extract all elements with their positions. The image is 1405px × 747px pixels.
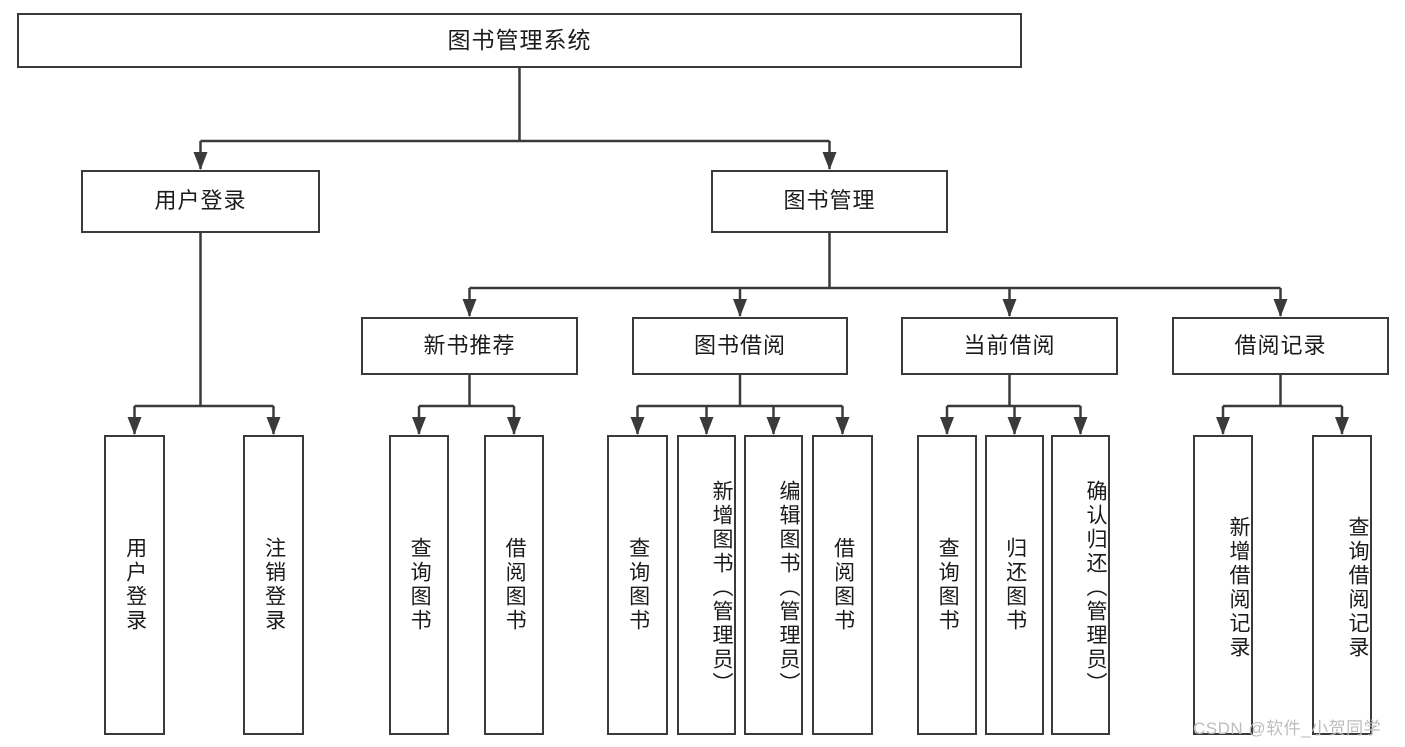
node-label: 用户登录 [123,537,147,633]
leaf-node-query-book-recommendation[interactable]: 查询图书 [389,435,449,735]
node-label: 查询借阅记录 [1346,516,1369,660]
node-label: 查询图书 [626,537,650,633]
leaf-node-return-book[interactable]: 归还图书 [985,435,1044,735]
node-label: 借阅图书 [503,537,527,633]
csdn-watermark: CSDN @软件_小贺同学 [1193,719,1382,738]
node-label: 新增借阅记录 [1227,516,1250,660]
node-label: 确认归还（管理员） [1084,480,1107,696]
leaf-node-query-borrow-record[interactable]: 查询借阅记录 [1312,435,1372,735]
node-label: 当前借阅 [963,332,1056,358]
node-label: 图书借阅 [693,332,786,358]
leaf-node-add-book-admin[interactable]: 新增图书（管理员） [677,435,736,735]
node-borrowing-record[interactable]: 借阅记录 [1172,317,1389,375]
node-label: 归还图书 [1003,537,1027,633]
node-label: 新增图书（管理员） [710,480,733,696]
node-book-borrowing[interactable]: 图书借阅 [632,317,848,375]
node-current-borrowing[interactable]: 当前借阅 [901,317,1118,375]
leaf-node-add-borrow-record[interactable]: 新增借阅记录 [1193,435,1253,735]
node-label: 用户登录 [154,188,247,214]
node-label: 图书管理 [783,188,876,214]
leaf-node-borrow-book-recommendation[interactable]: 借阅图书 [484,435,544,735]
node-label: 查询图书 [936,537,960,633]
leaf-node-logout[interactable]: 注销登录 [243,435,304,735]
node-label: 借阅图书 [831,537,855,633]
leaf-node-edit-book-admin[interactable]: 编辑图书（管理员） [744,435,803,735]
node-root-book-management-system[interactable]: 图书管理系统 [17,13,1022,68]
node-book-management[interactable]: 图书管理 [711,170,948,233]
node-label: 图书管理系统 [447,26,592,53]
node-user-login[interactable]: 用户登录 [81,170,320,233]
leaf-node-query-book-current[interactable]: 查询图书 [917,435,977,735]
node-label: 借阅记录 [1234,332,1327,358]
leaf-node-borrow-book[interactable]: 借阅图书 [812,435,873,735]
node-label: 新书推荐 [423,332,516,358]
node-label: 注销登录 [262,537,286,633]
node-label: 编辑图书（管理员） [777,480,800,696]
leaf-node-query-book-borrowing[interactable]: 查询图书 [607,435,668,735]
leaf-node-user-login[interactable]: 用户登录 [104,435,165,735]
leaf-node-confirm-return-admin[interactable]: 确认归还（管理员） [1051,435,1110,735]
node-new-book-recommendation[interactable]: 新书推荐 [361,317,578,375]
node-label: 查询图书 [408,537,432,633]
